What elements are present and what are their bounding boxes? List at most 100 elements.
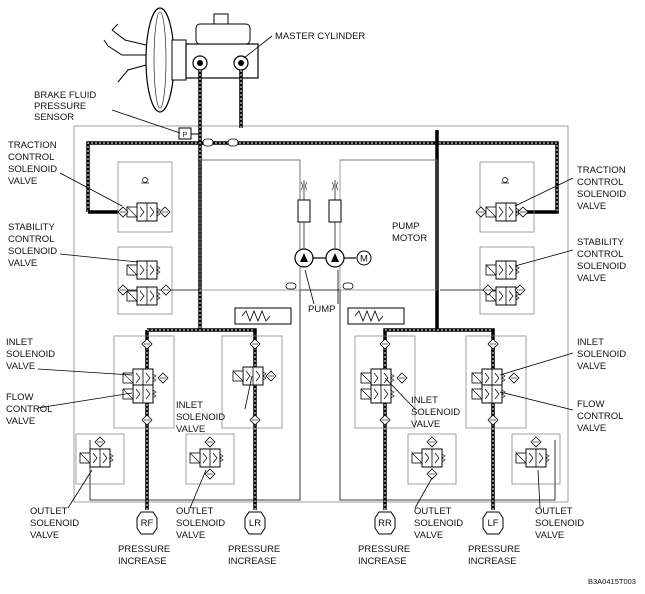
wheel-rr-label: RR — [378, 518, 392, 529]
svg-text:SOLENOID: SOLENOID — [535, 518, 584, 529]
svg-text:SOLENOID: SOLENOID — [577, 261, 626, 272]
svg-text:BRAKE FLUID: BRAKE FLUID — [34, 90, 96, 101]
wheel-lf-label: LF — [487, 518, 498, 529]
svg-text:CONTROL: CONTROL — [577, 249, 623, 260]
svg-text:VALVE: VALVE — [8, 258, 37, 269]
label-pressure-increase-4: PRESSURE INCREASE — [468, 544, 520, 567]
svg-text:VALVE: VALVE — [30, 530, 59, 541]
wheel-rf-label: RF — [141, 518, 154, 529]
svg-text:STABILITY: STABILITY — [577, 237, 624, 248]
label-outlet-4: OUTLET SOLENOID VALVE — [535, 506, 584, 541]
brake-booster — [103, 7, 187, 113]
label-stability-left: STABILITY CONTROL SOLENOID VALVE — [8, 222, 57, 269]
label-inlet-right: INLET SOLENOID VALVE — [577, 337, 626, 372]
label-pressure-increase-1: PRESSURE INCREASE — [118, 544, 170, 567]
pressure-sensor-mark: P — [183, 132, 188, 139]
svg-text:CONTROL: CONTROL — [8, 152, 54, 163]
label-outlet-1: OUTLET SOLENOID VALVE — [30, 506, 79, 541]
wheel-rr: RR — [374, 511, 396, 535]
stability-control-valve-left — [117, 246, 173, 315]
stability-control-valve-right — [479, 246, 535, 315]
svg-text:CONTROL: CONTROL — [577, 411, 623, 422]
svg-text:SOLENOID: SOLENOID — [176, 518, 225, 529]
label-master-cylinder: MASTER CYLINDER — [275, 31, 365, 42]
pump-assembly: M — [199, 138, 438, 291]
traction-control-valve-right — [475, 161, 535, 233]
svg-text:FLOW: FLOW — [6, 392, 33, 403]
svg-text:INLET: INLET — [6, 337, 33, 348]
svg-text:TRACTION: TRACTION — [577, 165, 626, 176]
svg-text:INCREASE: INCREASE — [358, 556, 407, 567]
motor-mark: M — [360, 254, 368, 265]
label-traction-left: TRACTION CONTROL SOLENOID VALVE — [8, 140, 57, 187]
label-inlet-mid-right: INLET SOLENOID VALVE — [411, 395, 460, 430]
wheel-lr: LR — [244, 511, 266, 535]
label-flow-right: FLOW CONTROL VALVE — [577, 399, 623, 434]
svg-text:CONTROL: CONTROL — [6, 404, 52, 415]
svg-text:OUTLET: OUTLET — [30, 506, 68, 517]
svg-text:VALVE: VALVE — [8, 176, 37, 187]
svg-text:VALVE: VALVE — [6, 416, 35, 427]
svg-text:VALVE: VALVE — [577, 273, 606, 284]
svg-text:OUTLET: OUTLET — [176, 506, 214, 517]
svg-text:TRACTION: TRACTION — [8, 140, 57, 151]
svg-text:SOLENOID: SOLENOID — [414, 518, 463, 529]
svg-text:PRESSURE: PRESSURE — [34, 101, 86, 112]
accumulator-right — [347, 307, 405, 325]
svg-text:MOTOR: MOTOR — [392, 233, 427, 244]
svg-text:PRESSURE: PRESSURE — [358, 544, 410, 555]
wheel-lf: LF — [482, 511, 504, 535]
master-cylinder — [185, 13, 259, 79]
svg-text:STABILITY: STABILITY — [8, 222, 55, 233]
label-pump-motor: PUMP MOTOR — [392, 221, 427, 244]
svg-text:SOLENOID: SOLENOID — [8, 246, 57, 257]
wheel-lr-label: LR — [249, 518, 261, 529]
module-outline — [73, 125, 569, 503]
svg-text:CONTROL: CONTROL — [577, 177, 623, 188]
svg-text:FLOW: FLOW — [577, 399, 604, 410]
svg-text:PUMP: PUMP — [392, 221, 419, 232]
svg-text:PRESSURE: PRESSURE — [468, 544, 520, 555]
svg-text:INCREASE: INCREASE — [468, 556, 517, 567]
svg-text:INLET: INLET — [411, 395, 438, 406]
label-brake-fluid-pressure-sensor: BRAKE FLUID PRESSURE SENSOR — [34, 90, 96, 123]
svg-text:SOLENOID: SOLENOID — [577, 349, 626, 360]
wheel-rf: RF — [136, 511, 158, 535]
svg-text:OUTLET: OUTLET — [414, 506, 452, 517]
svg-text:INCREASE: INCREASE — [118, 556, 167, 567]
svg-text:VALVE: VALVE — [176, 530, 205, 541]
leader-lines — [37, 35, 574, 509]
traction-control-valve-left — [117, 161, 173, 233]
outlet-valves — [75, 433, 561, 485]
label-pressure-increase-2: PRESSURE INCREASE — [228, 544, 280, 567]
svg-text:VALVE: VALVE — [6, 361, 35, 372]
svg-text:VALVE: VALVE — [535, 530, 564, 541]
svg-text:CONTROL: CONTROL — [8, 234, 54, 245]
svg-text:OUTLET: OUTLET — [535, 506, 573, 517]
label-inlet-mid-left: INLET SOLENOID VALVE — [176, 400, 225, 435]
svg-text:INLET: INLET — [176, 400, 203, 411]
inlet-flow-valves — [113, 335, 527, 429]
svg-text:PRESSURE: PRESSURE — [118, 544, 170, 555]
pressure-sensor: P — [178, 127, 200, 140]
label-outlet-3: OUTLET SOLENOID VALVE — [414, 506, 463, 541]
svg-text:SOLENOID: SOLENOID — [577, 189, 626, 200]
svg-text:INLET: INLET — [577, 337, 604, 348]
svg-text:PRESSURE: PRESSURE — [228, 544, 280, 555]
label-inlet-left: INLET SOLENOID VALVE — [6, 337, 55, 372]
svg-text:SOLENOID: SOLENOID — [6, 349, 55, 360]
svg-text:VALVE: VALVE — [414, 530, 443, 541]
accumulator-left — [234, 307, 292, 325]
label-traction-right: TRACTION CONTROL SOLENOID VALVE — [577, 165, 626, 212]
svg-text:SOLENOID: SOLENOID — [411, 407, 460, 418]
svg-text:VALVE: VALVE — [577, 361, 606, 372]
label-stability-right: STABILITY CONTROL SOLENOID VALVE — [577, 237, 626, 284]
label-outlet-2: OUTLET SOLENOID VALVE — [176, 506, 225, 541]
label-pump: PUMP — [308, 304, 335, 315]
label-pressure-increase-3: PRESSURE INCREASE — [358, 544, 410, 567]
svg-text:SOLENOID: SOLENOID — [176, 412, 225, 423]
svg-text:VALVE: VALVE — [577, 201, 606, 212]
svg-text:VALVE: VALVE — [411, 419, 440, 430]
svg-text:VALVE: VALVE — [577, 423, 606, 434]
